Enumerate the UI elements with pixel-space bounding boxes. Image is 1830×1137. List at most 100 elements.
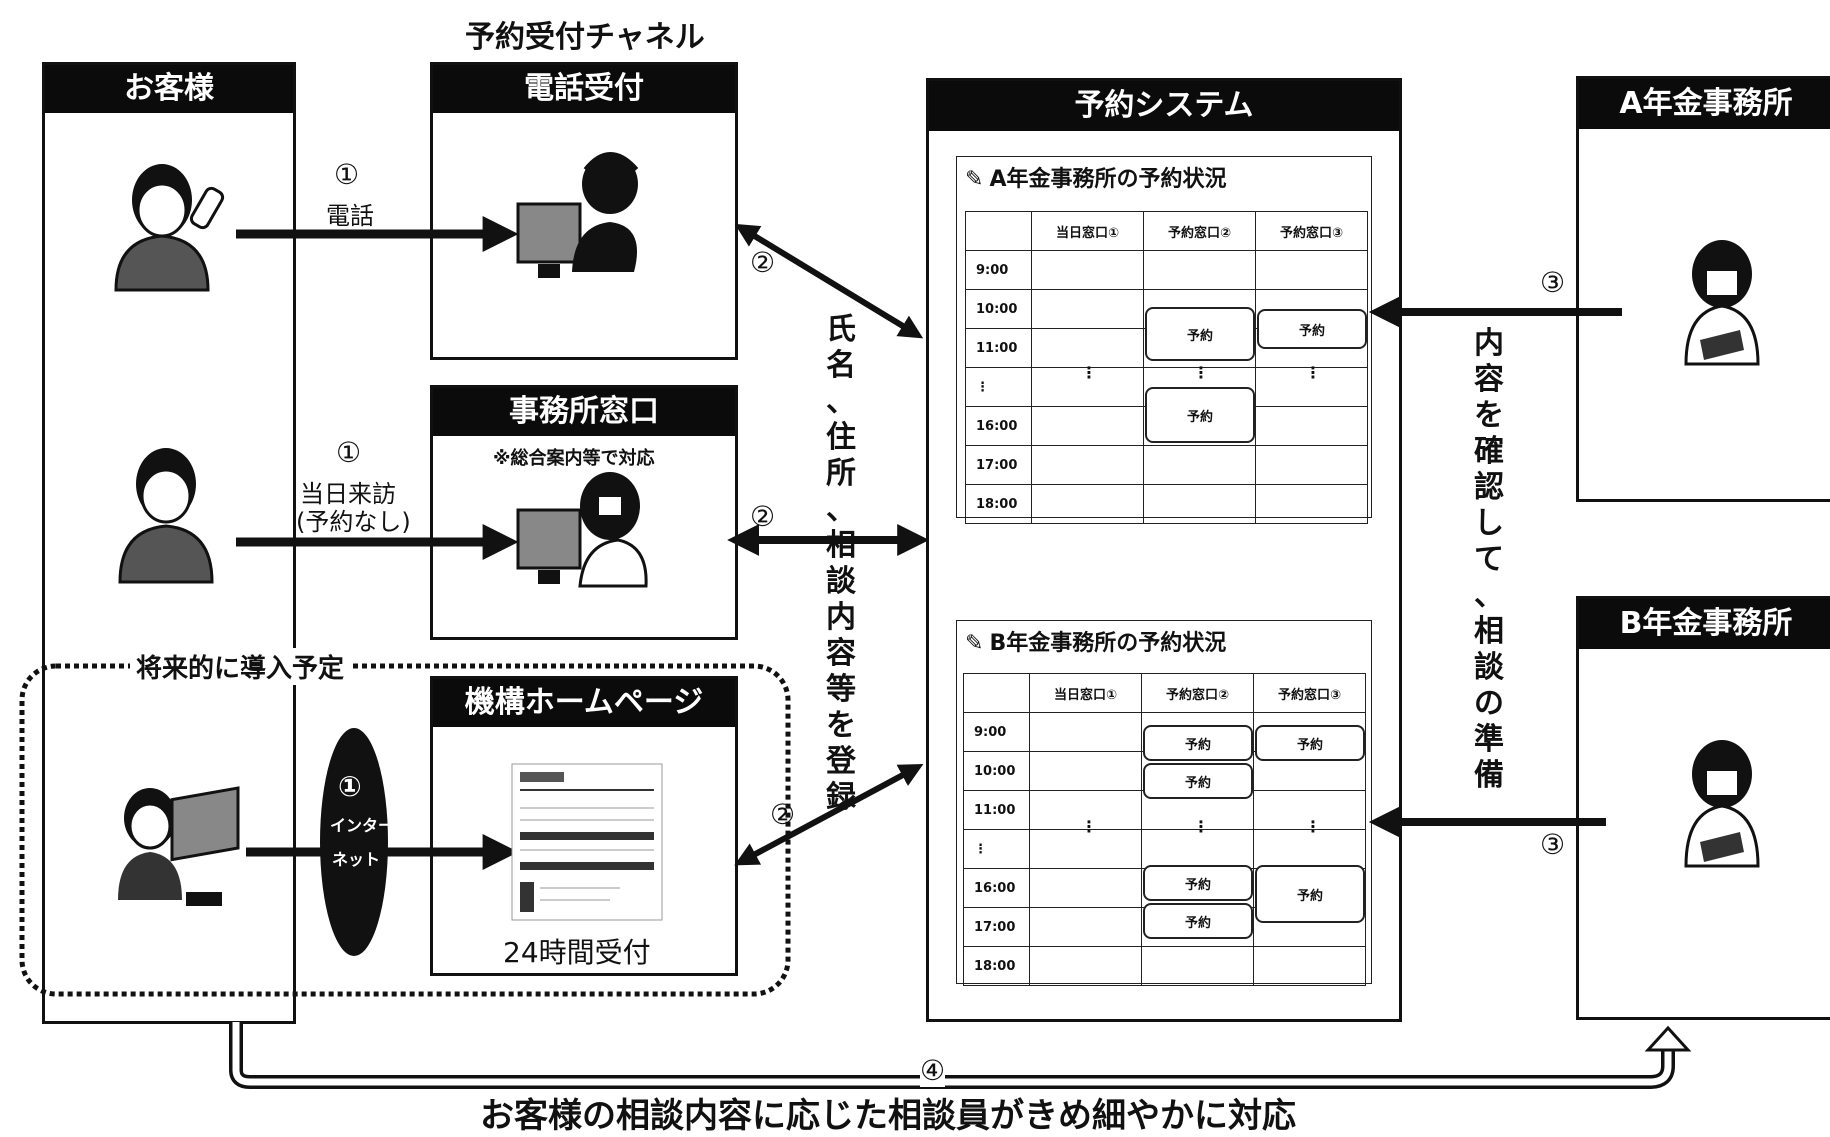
ellipsis: ⋮ <box>1081 817 1097 836</box>
step1-phone-num: ① <box>334 158 360 191</box>
confirm-text-char: 、 <box>1474 578 1504 613</box>
step1-net-label2: ネット <box>332 850 381 869</box>
register-text-char: 談 <box>826 564 856 599</box>
register-text-char: 氏 <box>826 312 856 347</box>
web-homepage-title: 機構ホームページ <box>433 679 735 727</box>
column-header: 予約窓口② <box>1143 211 1256 251</box>
person-computer-icon <box>118 786 240 906</box>
confirm-text-char: 準 <box>1474 722 1504 757</box>
step1-visit-label1: 当日来訪 <box>300 480 396 508</box>
phone-reception-title: 電話受付 <box>433 65 735 113</box>
time-label: 10:00 <box>965 289 1032 329</box>
reservation-system-title: 予約システム <box>929 81 1399 131</box>
step1-visit-label2: (予約なし) <box>296 508 411 536</box>
register-text-char: 内 <box>826 600 856 635</box>
time-label: 18:00 <box>963 946 1030 986</box>
time-label: 18:00 <box>965 484 1032 524</box>
step1-net-label1: インター <box>330 816 395 835</box>
confirm-text-char: 容 <box>1474 362 1504 397</box>
arrow-bottom-path <box>229 1022 1675 1089</box>
customer-title: お客様 <box>45 65 293 113</box>
time-label: 11:00 <box>965 328 1032 368</box>
confirm-text-char: 認 <box>1474 470 1504 505</box>
step4: ④ <box>920 1054 946 1087</box>
future-label: 将来的に導入予定 <box>130 648 351 685</box>
register-text-char: 所 <box>826 456 856 491</box>
column-header: 予約窓口③ <box>1255 211 1368 251</box>
register-text-char: 、 <box>826 384 856 419</box>
future-box <box>19 663 791 997</box>
reservation-slot: 予約 <box>1143 725 1253 761</box>
pin-flag-icon: ✎ <box>965 167 984 192</box>
reservation-slot: 予約 <box>1143 865 1253 901</box>
confirm-text-char: 相 <box>1474 614 1504 649</box>
arrow-web-system <box>734 764 924 866</box>
office-b-title: B年金事務所 <box>1579 599 1830 649</box>
reservation-slot: 予約 <box>1143 763 1253 799</box>
confirm-text-char: 内 <box>1474 326 1504 361</box>
bottom-caption: お客様の相談内容に応じた相談員がきめ細やかに対応 <box>480 1096 1296 1136</box>
schedule-b-title: ✎B年金事務所の予約状況 <box>965 631 1227 656</box>
office-window-title: 事務所窓口 <box>433 388 735 436</box>
register-text-char: 容 <box>826 636 856 671</box>
step2-window: ② <box>750 500 776 533</box>
receptionist-icon <box>516 472 648 588</box>
register-text-char: 相 <box>826 528 856 563</box>
arrow-phone-system <box>734 223 924 339</box>
pin-flag-icon: ✎ <box>965 631 984 656</box>
consultant-icon <box>1684 740 1760 868</box>
ellipsis: ⋮ <box>1305 363 1321 382</box>
confirm-text-char: 確 <box>1474 434 1504 469</box>
time-label: 9:00 <box>963 712 1030 752</box>
time-label: 17:00 <box>965 445 1032 485</box>
web-page-icon <box>511 763 663 921</box>
step1-net-num: ① <box>338 770 362 803</box>
time-label: 11:00 <box>963 790 1030 830</box>
office-b-panel: B年金事務所 <box>1576 596 1830 1020</box>
reservation-slot: 予約 <box>1145 307 1255 361</box>
operator-headset-icon <box>516 152 639 278</box>
web-homepage-note: 24時間受付 <box>503 936 651 969</box>
time-label: 10:00 <box>963 751 1030 791</box>
register-text-char: 登 <box>826 744 856 779</box>
channel-title: 予約受付チャネル <box>465 20 705 55</box>
ellipsis: ⋮ <box>1193 363 1209 382</box>
confirm-text-char: 談 <box>1474 650 1504 685</box>
step3-b: ③ <box>1540 828 1566 861</box>
column-header: 予約窓口② <box>1141 673 1254 713</box>
ellipsis: ⋮ <box>1305 817 1321 836</box>
register-text-char: 住 <box>826 420 856 455</box>
reservation-slot: 予約 <box>1143 903 1253 939</box>
reservation-slot: 予約 <box>1257 309 1367 349</box>
confirm-text-char: を <box>1474 398 1504 433</box>
corner-cell <box>963 673 1030 713</box>
register-text-char: を <box>826 708 856 743</box>
ellipsis: ⋮ <box>1193 817 1209 836</box>
confirm-text-char: し <box>1474 506 1504 541</box>
confirm-text-char: の <box>1474 686 1504 721</box>
internet-oval <box>320 728 388 956</box>
schedule-a-title: ✎A年金事務所の予約状況 <box>965 167 1227 192</box>
step3-a: ③ <box>1540 266 1566 299</box>
office-window-note: ※総合案内等で対応 <box>493 448 655 469</box>
reservation-slot: 予約 <box>1255 865 1365 923</box>
register-text-char: 等 <box>826 672 856 707</box>
time-label: 17:00 <box>963 907 1030 947</box>
step2-web: ② <box>770 798 796 831</box>
office-a-title: A年金事務所 <box>1579 79 1830 129</box>
register-vertical-text: 氏名、住所、相談内容等を登録 <box>824 312 858 816</box>
register-text-char: 名 <box>826 348 856 383</box>
reservation-slot: 予約 <box>1255 725 1365 761</box>
confirm-vertical-text: 内容を確認して、相談の準備 <box>1472 326 1506 794</box>
step1-phone-label: 電話 <box>326 202 374 230</box>
consultant-icon <box>1684 240 1760 366</box>
schedule-a: ✎A年金事務所の予約状況 当日窓口① 予約窓口② 予約窓口③ 9:00 10:0… <box>956 156 1372 524</box>
confirm-text-char: 備 <box>1474 758 1504 793</box>
confirm-text-char: て <box>1474 542 1504 577</box>
phone-reception-panel: 電話受付 <box>430 62 738 360</box>
step1-visit-num: ① <box>336 436 362 469</box>
column-header: 予約窓口③ <box>1253 673 1366 713</box>
register-text-char: 録 <box>826 780 856 815</box>
register-text-char: 、 <box>826 492 856 527</box>
